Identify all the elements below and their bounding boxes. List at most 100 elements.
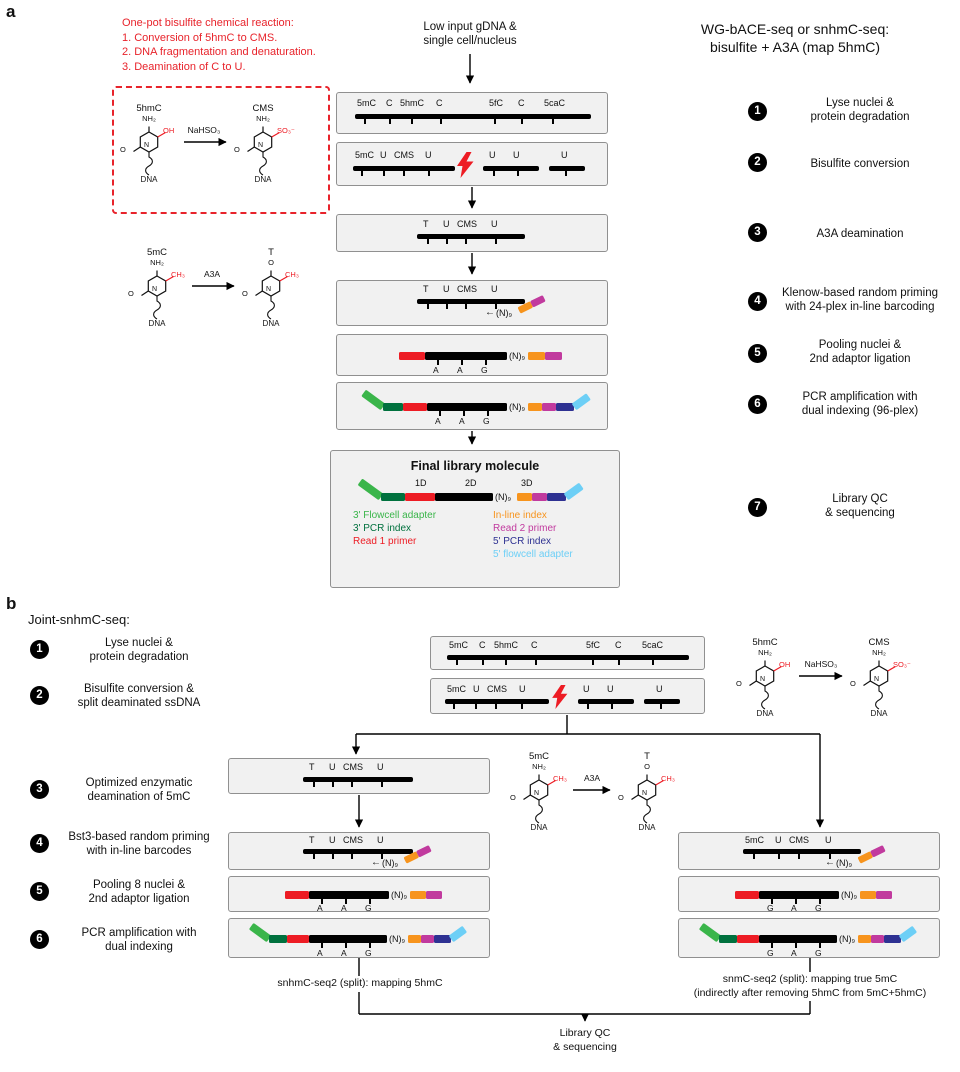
base-tick xyxy=(440,119,442,124)
base-tick xyxy=(592,660,594,665)
base-tick xyxy=(465,304,467,309)
base-tick xyxy=(482,660,484,665)
dna-label: DNA xyxy=(870,709,888,718)
base-tick xyxy=(364,119,366,124)
base-tick xyxy=(505,660,507,665)
random-primer-label: (N)₉ xyxy=(389,934,406,944)
dna-fragment xyxy=(644,699,680,704)
flowcell-adapter-5-segment xyxy=(898,925,918,943)
dna-label: DNA xyxy=(148,319,166,328)
base-tick xyxy=(453,704,455,709)
amine-label: NH₂ xyxy=(872,648,886,657)
read2-primer-segment xyxy=(532,493,547,501)
molecule-name: T xyxy=(268,247,274,258)
final-library-box: Final library molecule 1D 2D 3D (N)₉ 3' … xyxy=(330,450,620,588)
base-tick xyxy=(351,782,353,787)
base-tick xyxy=(495,704,497,709)
dna-label: DNA xyxy=(262,319,280,328)
base-label: U xyxy=(519,684,526,694)
step-label-4: Klenow-based random priming with 24-plex… xyxy=(782,287,938,314)
inline-index-segment xyxy=(858,935,871,943)
dna-insert-segment xyxy=(435,493,493,501)
pyrimidine-ring-icon xyxy=(255,270,288,320)
dna-strand xyxy=(303,777,413,782)
panel-b-label: b xyxy=(6,594,17,613)
dna-insert-segment xyxy=(759,891,839,899)
molecule-name: 5mC xyxy=(528,751,550,762)
substituent-label: CH₃ xyxy=(171,270,185,279)
base-tick xyxy=(829,854,831,859)
base-label: 5mC xyxy=(447,684,467,694)
read1-primer-segment xyxy=(403,403,427,411)
substituent-label: SO₃⁻ xyxy=(893,660,911,669)
step5-dna-box: A A G (N)₉ xyxy=(336,334,608,376)
base-label: U xyxy=(561,150,568,160)
read2-primer-segment xyxy=(871,935,884,943)
inline-index-segment xyxy=(410,891,426,899)
molecule-name: CMS xyxy=(868,637,890,648)
base-tick xyxy=(313,782,315,787)
read-dimension-label: 3D xyxy=(521,478,533,488)
base-tick xyxy=(332,854,334,859)
right-branch-output-label: snmC-seq2 (split): mapping true 5mC (ind… xyxy=(652,972,960,1002)
read2-primer-segment xyxy=(870,845,886,858)
base-label: CMS xyxy=(457,284,477,294)
base-label: U xyxy=(443,284,450,294)
barcode-base: A xyxy=(457,365,463,375)
base-tick xyxy=(798,854,800,859)
random-primer-label: (N)₉ xyxy=(509,402,526,412)
amine-label: NH₂ xyxy=(758,648,772,657)
base-tick xyxy=(521,119,523,124)
legend-pcr-index-5: 5' PCR index xyxy=(493,536,552,547)
inline-index-segment xyxy=(517,493,532,501)
read2-primer-segment xyxy=(876,891,892,899)
base-tick xyxy=(369,943,371,948)
note-line-3: 3. Deamination of C to U. xyxy=(122,60,246,73)
base-tick xyxy=(495,304,497,309)
base-tick xyxy=(778,854,780,859)
base-label: C xyxy=(386,98,393,108)
primer-arrow-icon: ← xyxy=(485,307,495,318)
step4-dna-box-right: 5mC U CMS U ← (N)₉ xyxy=(678,832,940,870)
primer-arrow-icon: ← xyxy=(371,857,381,868)
base-label: 5hmC xyxy=(400,98,425,108)
base-tick xyxy=(495,239,497,244)
base-tick xyxy=(427,304,429,309)
legend-right-column: In-line index Read 2 primer 5' PCR index… xyxy=(493,509,573,561)
flowcell-adapter-3-segment xyxy=(361,389,386,411)
random-primer-label: (N)₉ xyxy=(839,934,856,944)
dna-fragment xyxy=(578,699,634,704)
dna-insert-segment xyxy=(425,352,507,360)
base-tick xyxy=(771,943,773,948)
read2-primer-segment xyxy=(545,352,562,360)
dna-insert-segment xyxy=(759,935,837,943)
flowcell-adapter-3-segment xyxy=(248,922,272,943)
base-label: 5fC xyxy=(489,98,504,108)
base-label: U xyxy=(425,150,432,160)
base-tick xyxy=(819,943,821,948)
base-tick xyxy=(313,854,315,859)
barcode-base: A xyxy=(317,948,323,958)
base-tick xyxy=(795,899,797,904)
base-tick xyxy=(381,782,383,787)
molecule-name: CMS xyxy=(252,103,274,114)
panel-b-title: Joint-snhmC-seq: xyxy=(28,612,130,627)
base-tick xyxy=(795,943,797,948)
panel-a-label: a xyxy=(6,2,16,21)
base-tick xyxy=(439,411,441,416)
base-label: CMS xyxy=(789,835,809,845)
read1-primer-segment xyxy=(737,935,759,943)
dna-insert-segment xyxy=(309,935,387,943)
base-tick xyxy=(652,660,654,665)
step6-dna-box-right: G A G (N)₉ xyxy=(678,918,940,958)
step-number-6: 6 xyxy=(748,395,767,414)
pyrimidine-ring-icon xyxy=(523,774,556,824)
barcode-base: A xyxy=(317,903,323,913)
base-label: 5fC xyxy=(586,640,601,650)
base-tick xyxy=(465,239,467,244)
barcode-base: G xyxy=(815,948,822,958)
molecule-5mc: 5mC NH₂ O N CH₃ DNA xyxy=(508,752,570,844)
base-label: C xyxy=(518,98,525,108)
dna-strand xyxy=(447,655,689,660)
random-primer-label: (N)₉ xyxy=(836,858,853,868)
